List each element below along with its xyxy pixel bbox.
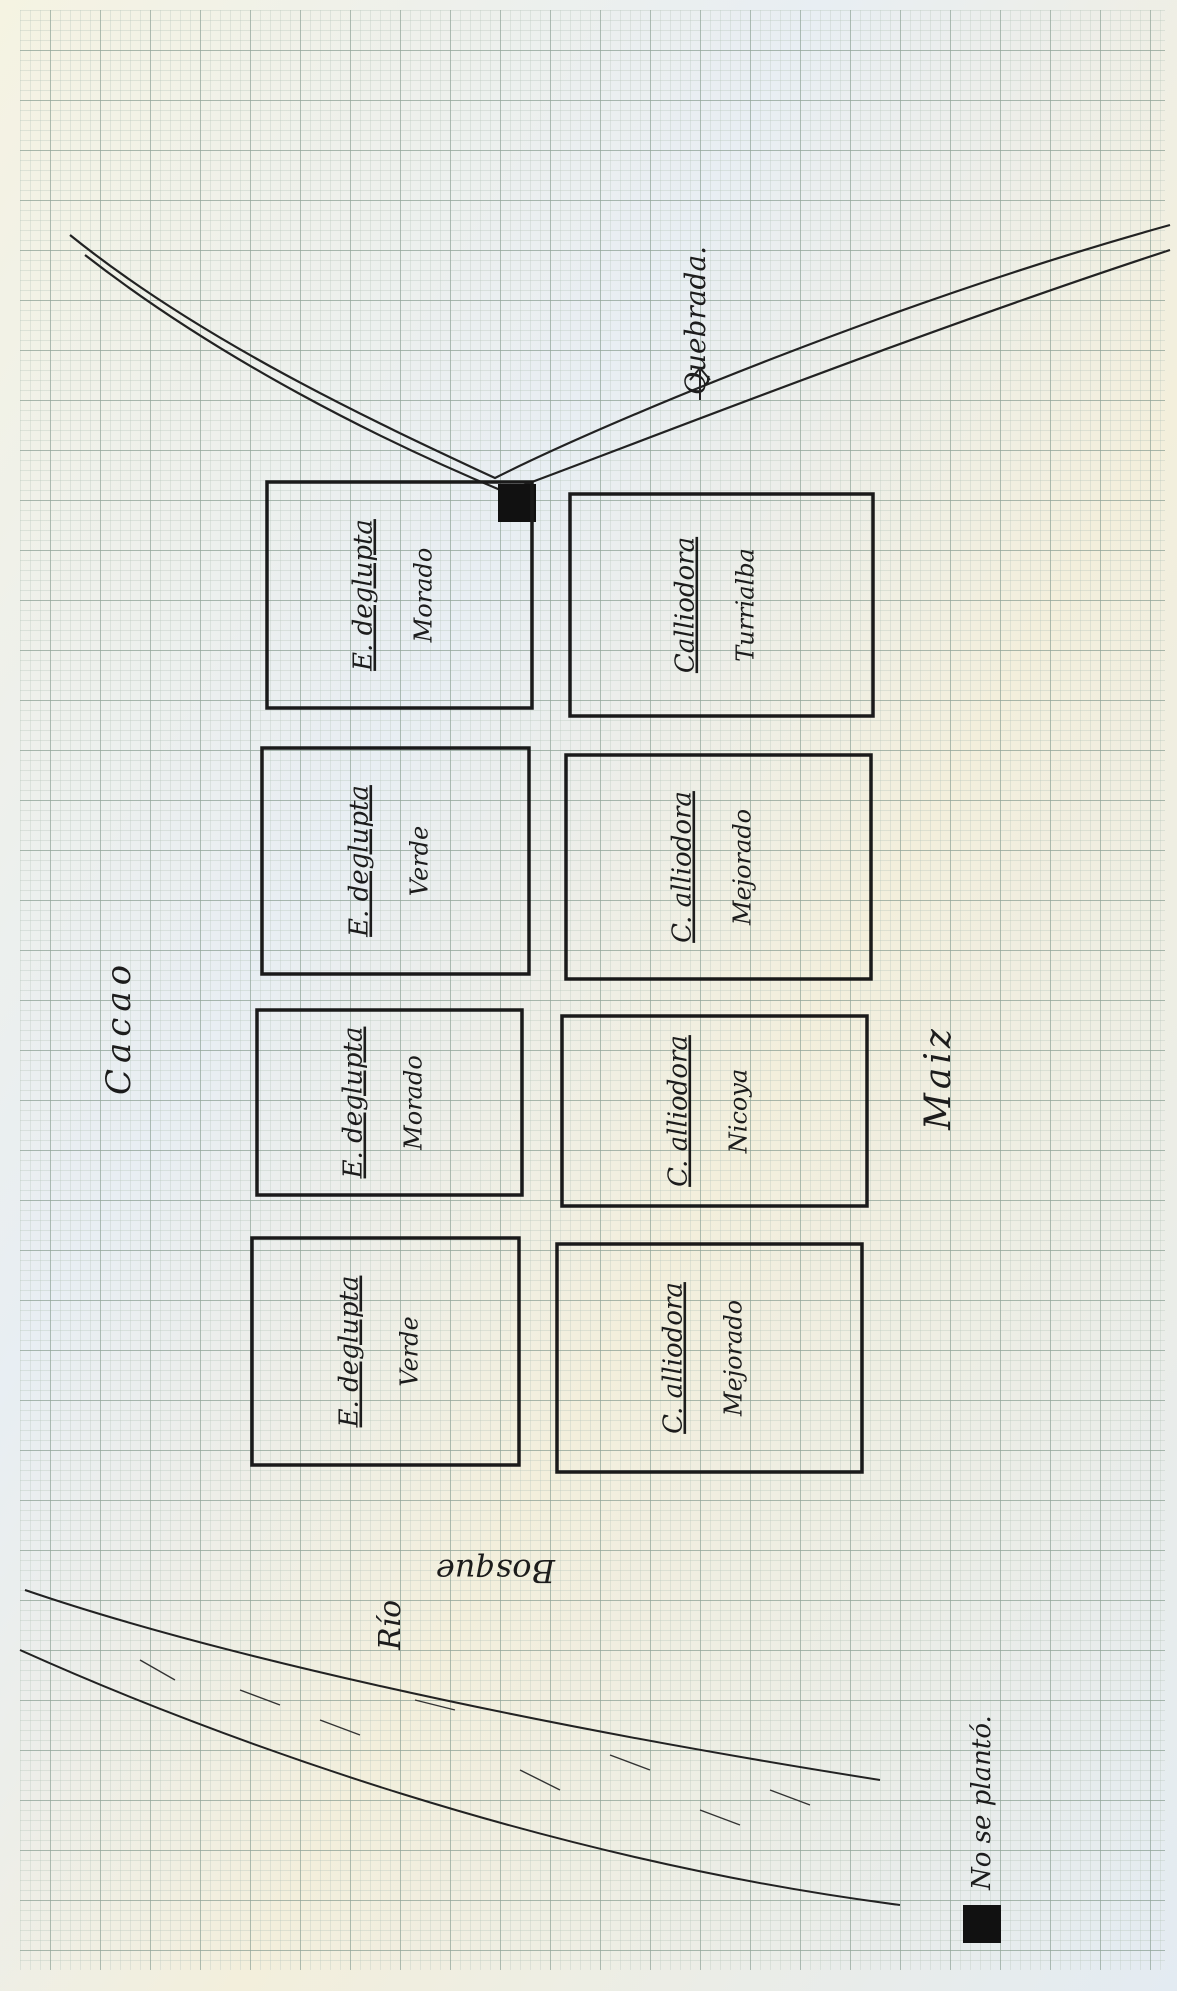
plot-variety-label: Mejorado xyxy=(720,1300,748,1417)
plot-variety-label: Turrialba xyxy=(732,548,760,662)
plot-variety-label: Verde xyxy=(406,826,434,896)
plot-variety-label: Morado xyxy=(410,548,438,644)
plot-variety-label: Mejorado xyxy=(729,809,757,926)
plot-variety-label: Nicoya xyxy=(725,1069,753,1154)
no-se-planto-marker xyxy=(963,1905,1001,1943)
plot-variety-label: Verde xyxy=(396,1316,424,1386)
plot-variety-label: Morado xyxy=(400,1055,428,1151)
plot-species-label: E. deglupta xyxy=(335,1276,365,1429)
no-se-planto-label: No se plantó. xyxy=(967,1715,997,1891)
bosque-label: Bosque xyxy=(436,1552,556,1590)
plot-species-label: C. alliodora xyxy=(664,1035,694,1187)
plot-species-label: E. deglupta xyxy=(345,785,375,938)
grid-major xyxy=(20,10,1165,1970)
plot-species-label: C. alliodora xyxy=(668,791,698,943)
plot-species-label: C. alliodora xyxy=(659,1282,689,1434)
cacao-label: Cacao xyxy=(99,959,139,1095)
plot-species-label: Calliodora xyxy=(671,537,701,673)
plot-species-label: E. deglupta xyxy=(349,519,379,672)
maiz-label: Maiz xyxy=(918,1025,959,1131)
rio-label: Río xyxy=(373,1600,408,1651)
plot-species-label: E. deglupta xyxy=(339,1027,369,1180)
